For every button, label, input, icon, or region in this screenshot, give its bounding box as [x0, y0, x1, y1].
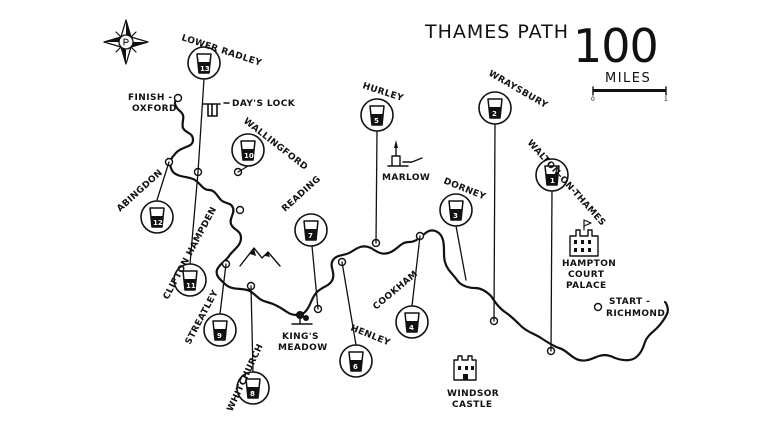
svg-text:12: 12 [153, 219, 163, 227]
pint-glass-icon [212, 320, 228, 341]
svg-text:10: 10 [244, 152, 254, 160]
days-lock-label: DAY'S LOCK [232, 99, 296, 109]
landmark-days-lock: DAY'S LOCK [202, 99, 296, 117]
distance-number: 100 [573, 19, 658, 73]
svg-text:5: 5 [374, 117, 379, 125]
pint-glass-icon [404, 312, 420, 333]
svg-text:3: 3 [453, 212, 458, 220]
svg-text:13: 13 [200, 65, 210, 73]
compass-rose-icon [103, 19, 149, 65]
scale-end-label: 1 [664, 96, 668, 103]
pint-glass-icon [245, 378, 261, 399]
svg-text:4: 4 [409, 324, 414, 332]
map-title: THAMES PATH [424, 21, 569, 43]
pint-glass-icon [487, 98, 503, 119]
stop-clifton-hampden: 11 CLIFTON HAMPDEN [162, 171, 219, 301]
pint-glass-icon [448, 200, 464, 221]
svg-text:7: 7 [308, 232, 313, 240]
stop-name: READING [280, 174, 323, 214]
pint-glass-icon [240, 140, 256, 161]
stop-dorney: 3 DORNEY [439, 177, 487, 281]
pint-glass-icon [196, 53, 212, 74]
scale-start-label: 0 [591, 96, 595, 103]
start-label: START -RICHMOND [606, 297, 665, 319]
svg-text:11: 11 [186, 282, 196, 290]
stop-henley: 6 HENLEY [339, 261, 392, 378]
pint-glass-icon [369, 105, 385, 126]
thames-river [169, 96, 669, 362]
stop-wallingford: 10 WALLINGFORD [231, 116, 309, 173]
scale-bar: 0 1 [591, 86, 668, 103]
pint-glass-icon [303, 220, 319, 241]
hills-icon [239, 247, 281, 267]
finish-label: FINISH -OXFORD [128, 93, 177, 114]
stop-abingdon: 12 ABINGDON [115, 161, 174, 234]
pint-glass-icon [544, 165, 560, 186]
svg-text:1: 1 [550, 177, 555, 185]
stop-whitchurch: 8 WHITCHURCH [226, 285, 270, 413]
stop-wraysbury: 2 WRAYSBURY [478, 69, 549, 322]
finish-marker: FINISH -OXFORD [128, 93, 177, 114]
landmark-marlow: MARLOW [382, 140, 430, 183]
stop-name: WALTON-ON-THAMES [525, 138, 607, 228]
svg-text:6: 6 [353, 363, 358, 371]
stop-walton-on-thames: 1 WALTON-ON-THAMES [525, 138, 607, 352]
title-block: THAMES PATH 100 MILES 0 1 [424, 19, 668, 103]
stop-cookham: 4 COOKHAM [372, 235, 429, 339]
marlow-label: MARLOW [382, 173, 430, 183]
pint-glass-icon [182, 270, 198, 291]
stop-hurley: 5 HURLEY [360, 81, 405, 244]
start-marker: START -RICHMOND [606, 297, 665, 319]
pint-glass-icon [348, 351, 364, 372]
svg-text:2: 2 [492, 110, 497, 118]
pint-glass-icon [149, 207, 165, 228]
distance-unit: MILES [605, 71, 651, 86]
svg-text:8: 8 [250, 390, 255, 398]
svg-text:9: 9 [217, 332, 222, 340]
